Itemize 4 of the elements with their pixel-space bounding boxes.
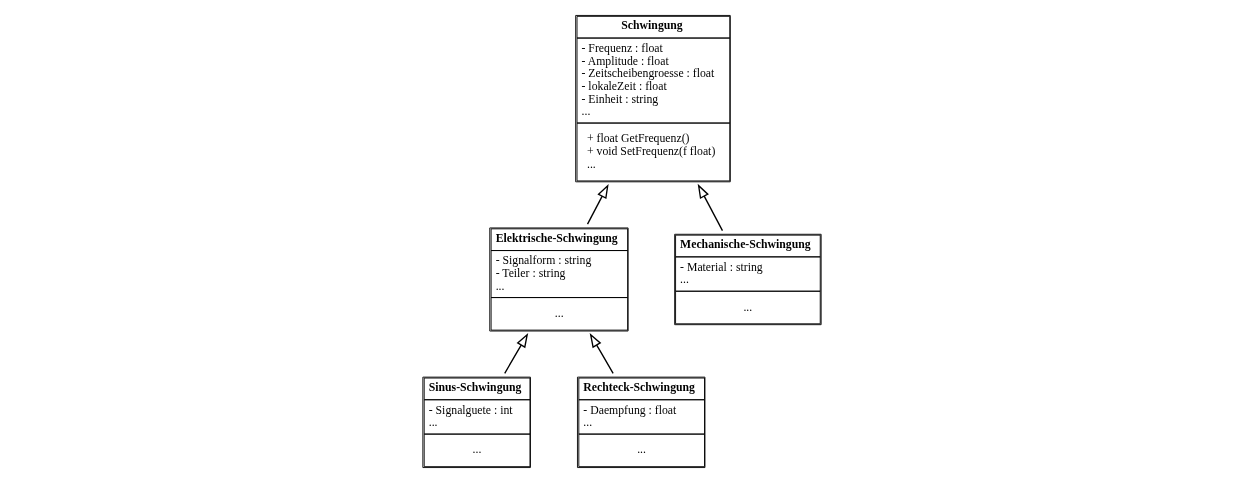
arrow xyxy=(586,183,609,225)
arrow xyxy=(697,183,723,232)
arrow xyxy=(503,333,528,374)
arrow xyxy=(589,333,614,374)
